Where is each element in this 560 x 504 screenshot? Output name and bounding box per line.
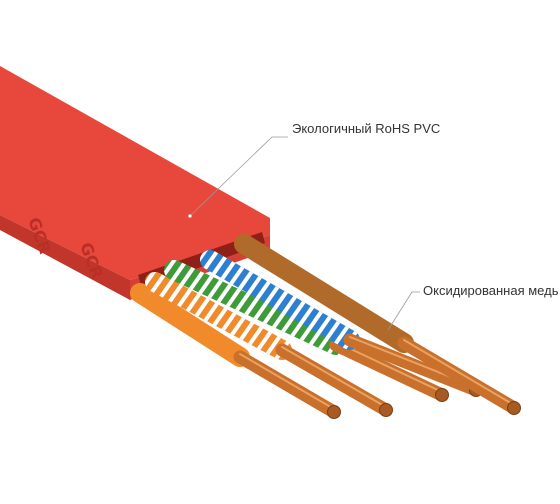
- conductor-brown-insulation: [234, 234, 414, 353]
- conductor-green-tip: [435, 388, 449, 402]
- conductor-green: [164, 260, 449, 402]
- conductor-blue: [200, 250, 483, 397]
- callout-leaders: [188, 136, 420, 331]
- conductor-green-stripe: [164, 260, 346, 355]
- conductor-orange-white-tip: [379, 403, 393, 417]
- conductor-orange-white-copper: [275, 343, 393, 417]
- conductor-orange-tip: [327, 405, 341, 419]
- conductor-orange-white: [145, 272, 393, 417]
- conductor-brown: [234, 234, 521, 415]
- callout-rohs-pvc: Экологичный RoHS PVC: [292, 121, 441, 136]
- jacket-top-face: [0, 66, 270, 280]
- callout-oxidized-copper: Оксидированная медь: [423, 283, 559, 298]
- pvc-leader-dot: [188, 214, 192, 218]
- conductor-blue-copper: [343, 333, 483, 397]
- conductor-green-copper-highlight: [335, 341, 443, 393]
- conductor-orange: [130, 283, 341, 419]
- jacket-side-face: [0, 215, 130, 300]
- conductor-orange-white-stripe: [145, 272, 292, 360]
- conductor-blue-stripe: [200, 250, 360, 350]
- conductor-orange-white-copper-highlight: [281, 346, 387, 408]
- conductor-orange-copper: [233, 350, 341, 419]
- conductor-group: [130, 234, 521, 419]
- conductor-brown-tip: [507, 401, 521, 415]
- conductor-green-copper: [329, 338, 449, 402]
- conductor-orange-copper-highlight: [239, 353, 335, 410]
- copper-leader-line: [387, 291, 420, 331]
- conductor-brown-copper-highlight: [403, 339, 515, 406]
- conductor-brown-copper: [397, 336, 521, 415]
- pvc-leader-line: [189, 136, 288, 217]
- conductor-orange-insulation: [130, 283, 250, 367]
